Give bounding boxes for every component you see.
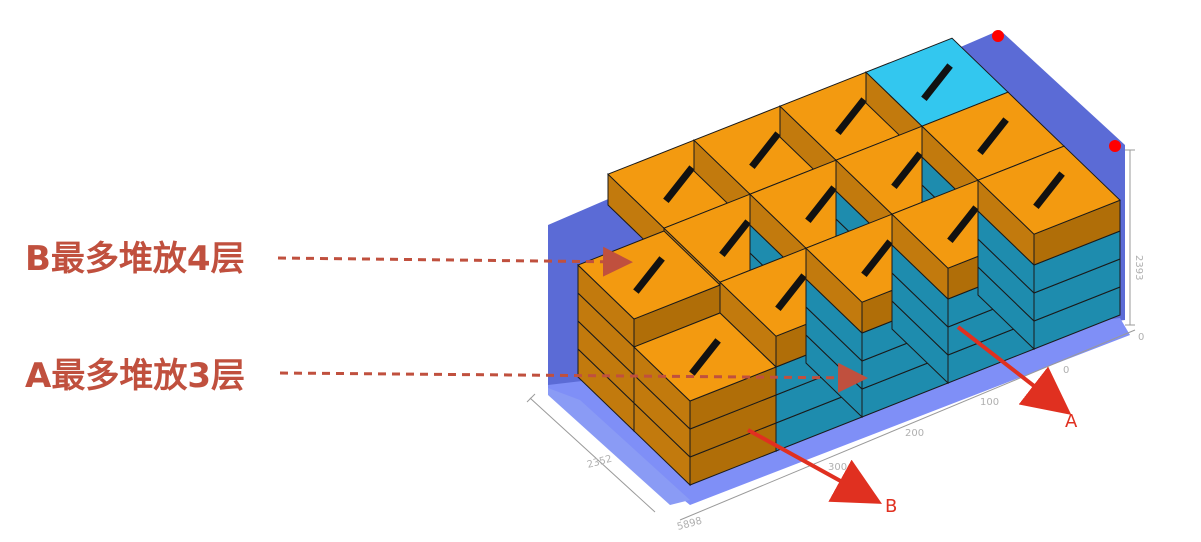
box-tape-stripe — [749, 131, 781, 169]
box-tape-stripe — [947, 205, 979, 243]
container-floor-front — [548, 388, 690, 505]
box-tape-stripe — [689, 338, 721, 376]
box-tape-stripe — [663, 165, 695, 203]
axis-lines — [526, 149, 1136, 521]
box-tape-stripe — [775, 273, 807, 311]
b-pointer-arrow — [747, 428, 883, 504]
box-tape-stripe — [835, 97, 867, 135]
a-stack-limit-label: A最多堆放3层 — [25, 356, 245, 396]
box-tape-stripe — [861, 239, 893, 277]
b-label-arrow — [277, 246, 633, 277]
depth-tick-200: 200 — [905, 428, 924, 439]
box-tape-stripe — [633, 256, 665, 294]
depth-tick-300: 300 — [828, 462, 847, 473]
depth-tick-100: 100 — [980, 397, 999, 408]
width-tick-2: 5898 — [676, 516, 703, 533]
box-tape-stripe — [805, 185, 837, 223]
box-tape-stripe — [977, 117, 1009, 155]
b-pointer-label: B — [885, 496, 897, 517]
height-tick-top: 2393 — [1133, 255, 1144, 280]
depth-tick-0: 0 — [1063, 365, 1069, 376]
box-tape-stripe — [921, 63, 953, 101]
corner-marker-top — [992, 30, 1004, 42]
box-tape-stripe — [891, 151, 923, 189]
a-pointer-label: A — [1065, 411, 1078, 432]
b-stack-limit-label: B最多堆放4层 — [25, 239, 245, 279]
box-tape-stripe — [1033, 171, 1065, 209]
box-tape-stripe — [719, 219, 751, 257]
a-pointer-arrow — [956, 325, 1072, 415]
height-tick-zero: 0 — [1138, 332, 1144, 343]
width-tick-1: 2352 — [586, 454, 613, 471]
corner-marker-right — [1109, 140, 1121, 152]
